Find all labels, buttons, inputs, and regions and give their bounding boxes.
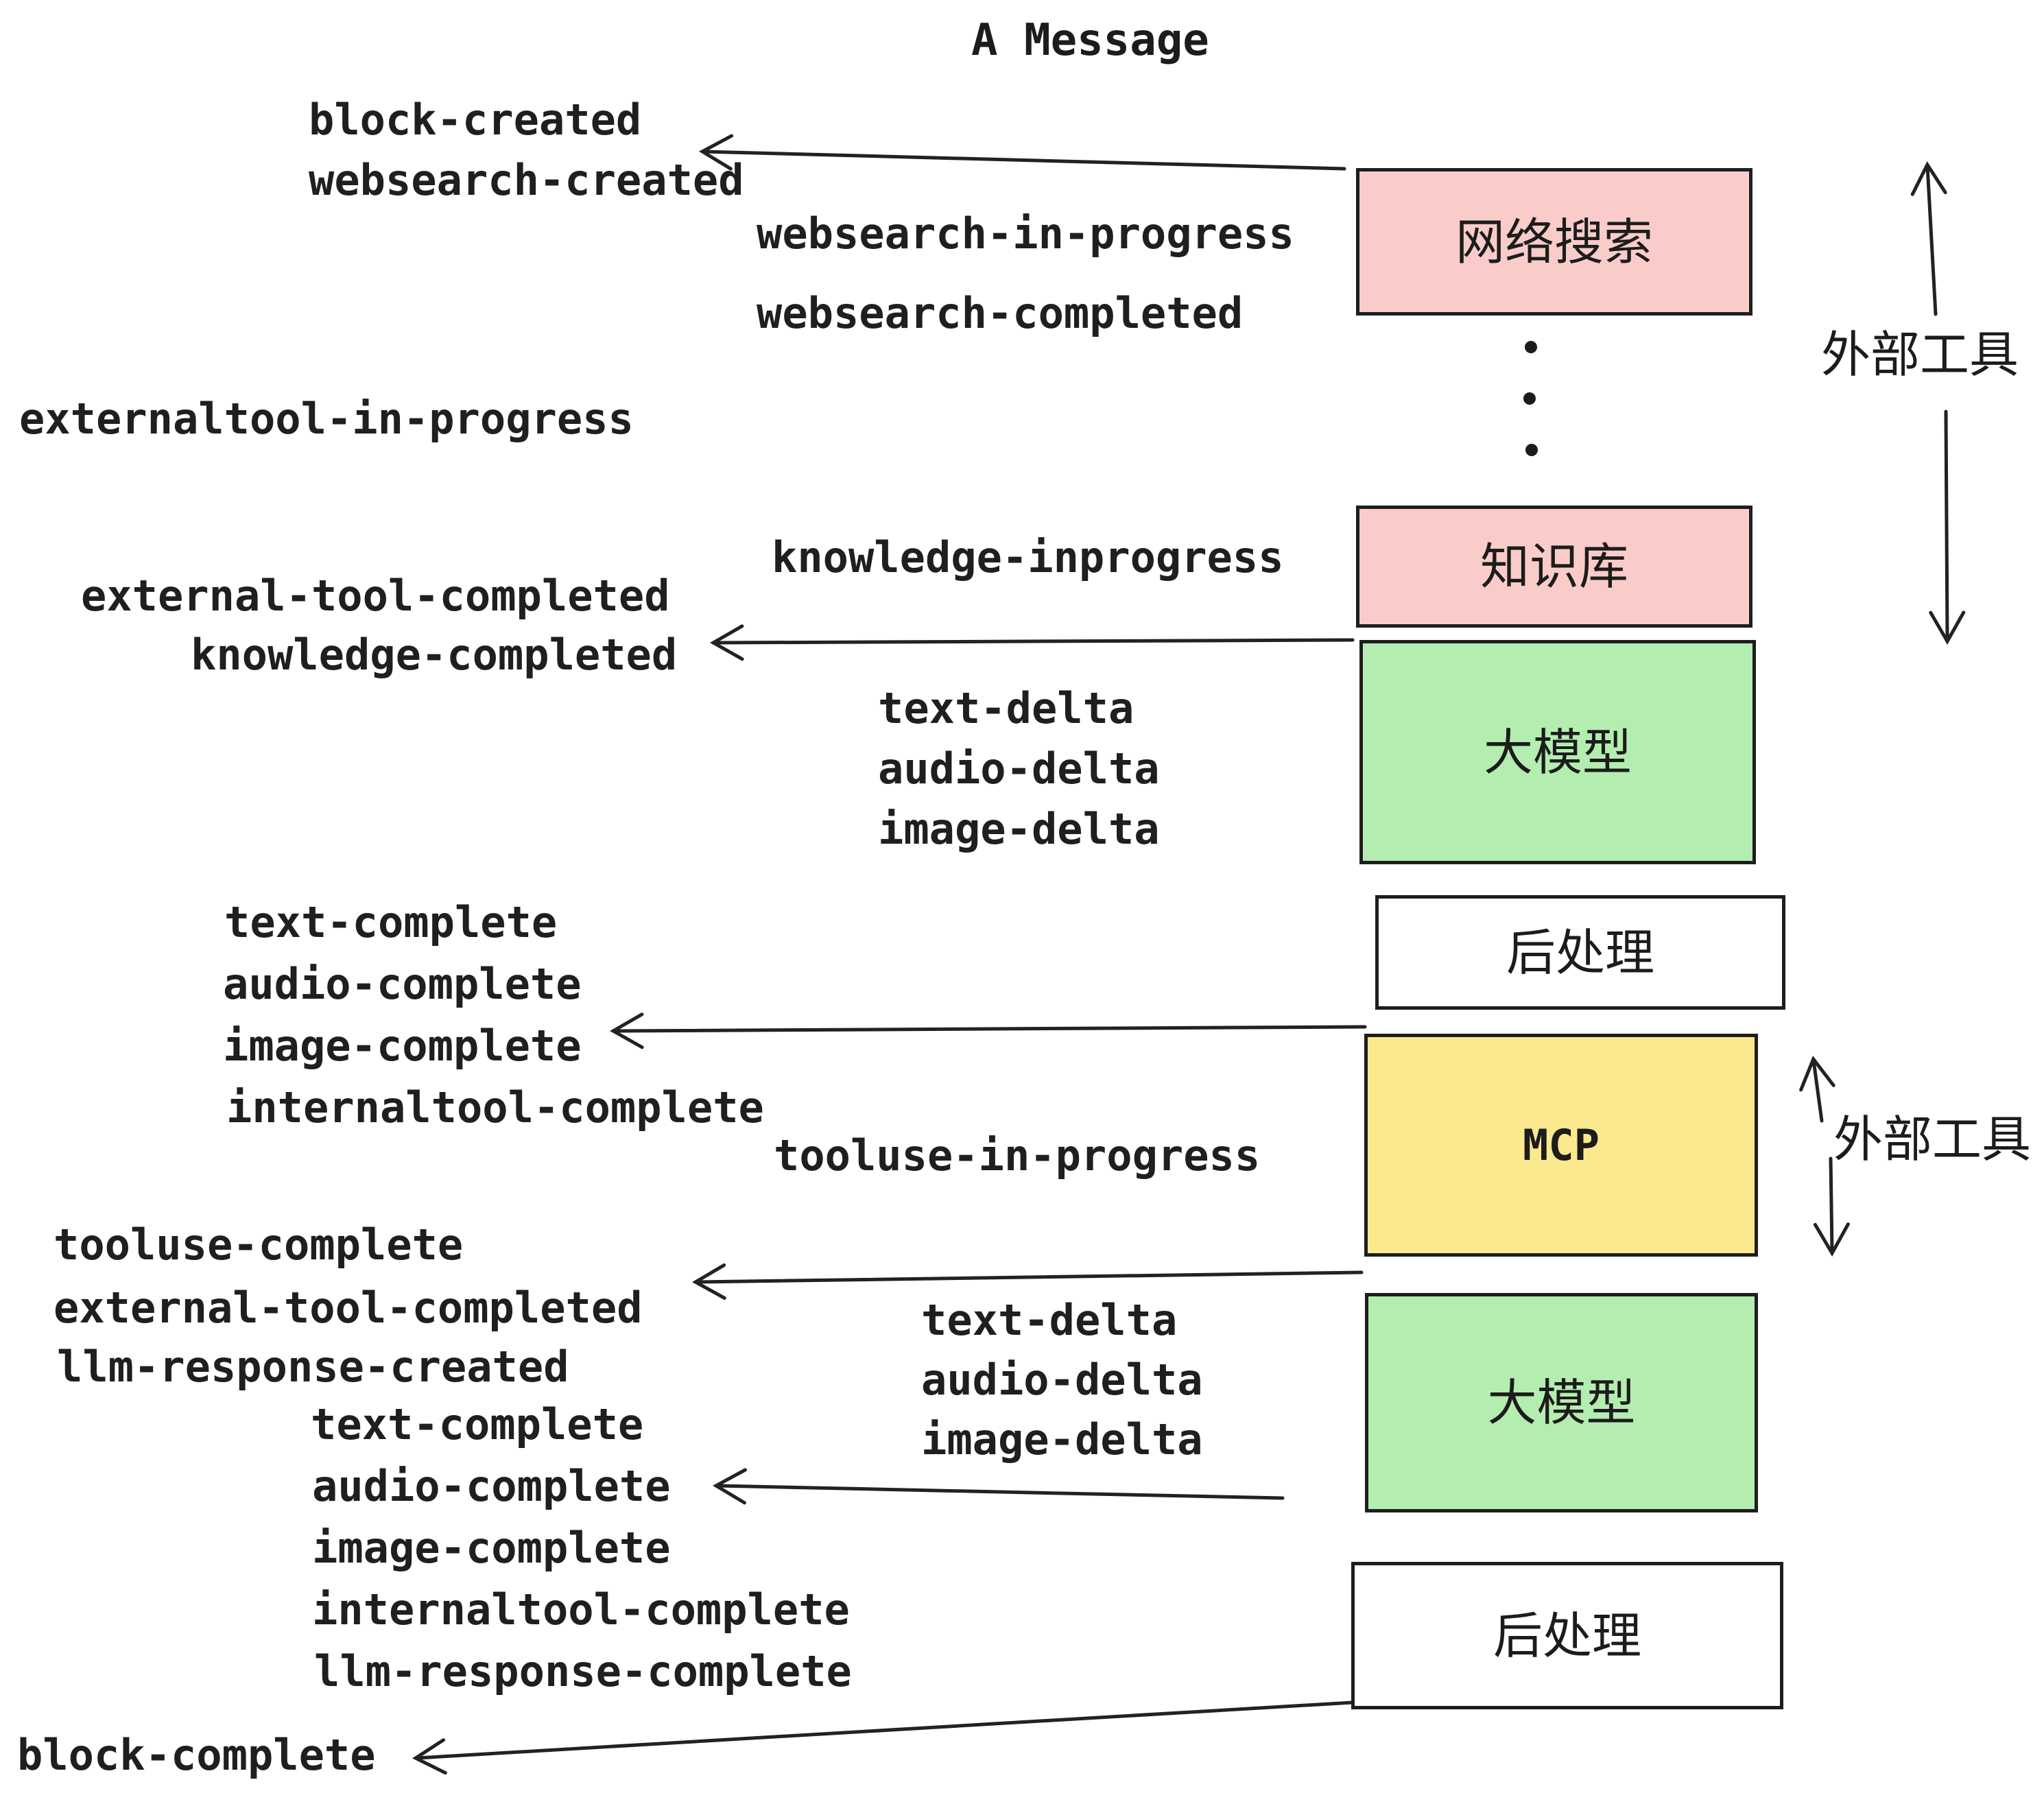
event-knowledge-completed: knowledge-completed	[191, 630, 678, 680]
event-externaltool-in-progress: externaltool-in-progress	[19, 394, 634, 444]
ellipsis-dots	[1523, 341, 1538, 456]
event-internaltool-complete-2: internaltool-complete	[312, 1585, 850, 1635]
event-llm-response-created: llm-response-created	[57, 1342, 569, 1392]
event-image-complete-1: image-complete	[223, 1021, 582, 1071]
event-image-delta-1: image-delta	[878, 804, 1160, 854]
event-audio-complete-1: audio-complete	[223, 959, 582, 1009]
node-llm-1: 大模型	[1359, 640, 1756, 864]
event-llm-response-complete: llm-response-complete	[314, 1646, 852, 1696]
event-text-complete-1: text-complete	[224, 897, 558, 947]
external-tools-top-arrow-up	[1910, 161, 1947, 316]
arrow-to-block-complete	[412, 1700, 1355, 1775]
arrow-to-block-created	[698, 134, 1346, 171]
node-mcp: MCP	[1364, 1034, 1758, 1257]
event-tooluse-complete: tooluse-complete	[54, 1220, 464, 1270]
arrow-to-image-complete	[609, 1012, 1367, 1049]
arrow-to-knowledge-completed	[709, 624, 1355, 661]
event-block-complete: block-complete	[17, 1730, 376, 1780]
event-text-delta-1: text-delta	[878, 683, 1134, 733]
diagram-title: A Message	[971, 15, 1209, 66]
event-internaltool-complete-1: internaltool-complete	[226, 1082, 764, 1132]
node-websearch: 网络搜索	[1356, 168, 1752, 316]
event-external-tool-completed-1: external-tool-completed	[81, 571, 670, 621]
event-websearch-created: websearch-created	[309, 155, 744, 205]
external-tools-top-arrow-down	[1929, 410, 1966, 645]
node-post-processing-1-label: 后处理	[1506, 923, 1654, 982]
arrow-to-audio-complete	[712, 1468, 1285, 1505]
node-post-processing-2: 后处理	[1351, 1562, 1783, 1709]
event-websearch-in-progress: websearch-in-progress	[757, 209, 1294, 259]
node-llm-1-label: 大模型	[1483, 723, 1632, 781]
event-block-created: block-created	[309, 95, 642, 145]
event-external-tool-completed-2: external-tool-completed	[54, 1283, 643, 1333]
event-knowledge-inprogress: knowledge-inprogress	[772, 532, 1284, 582]
node-mcp-label: MCP	[1523, 1119, 1600, 1170]
event-image-delta-2: image-delta	[921, 1414, 1203, 1464]
event-text-complete-2: text-complete	[311, 1399, 644, 1449]
event-image-complete-2: image-complete	[312, 1523, 671, 1573]
event-text-delta-2: text-delta	[921, 1295, 1178, 1345]
node-post-processing-1: 后处理	[1375, 895, 1785, 1010]
event-tooluse-in-progress: tooluse-in-progress	[774, 1130, 1261, 1180]
event-websearch-completed: websearch-completed	[757, 288, 1244, 338]
node-llm-2-label: 大模型	[1487, 1374, 1636, 1432]
external-tools-bottom-arrow-up	[1799, 1056, 1835, 1123]
event-audio-complete-2: audio-complete	[312, 1461, 671, 1511]
annotation-external-tools-top: 外部工具	[1821, 326, 2019, 383]
node-llm-2: 大模型	[1365, 1293, 1758, 1512]
node-websearch-label: 网络搜索	[1455, 213, 1653, 271]
node-post-processing-2-label: 后处理	[1493, 1606, 1641, 1665]
annotation-external-tools-bottom: 外部工具	[1833, 1111, 2032, 1168]
node-knowledge-label: 知识库	[1479, 538, 1628, 595]
node-knowledge: 知识库	[1356, 506, 1752, 628]
arrow-to-tooluse-complete	[691, 1263, 1364, 1300]
event-audio-delta-2: audio-delta	[921, 1355, 1203, 1405]
event-audio-delta-1: audio-delta	[878, 744, 1160, 794]
external-tools-bottom-arrow-down	[1813, 1156, 1850, 1257]
